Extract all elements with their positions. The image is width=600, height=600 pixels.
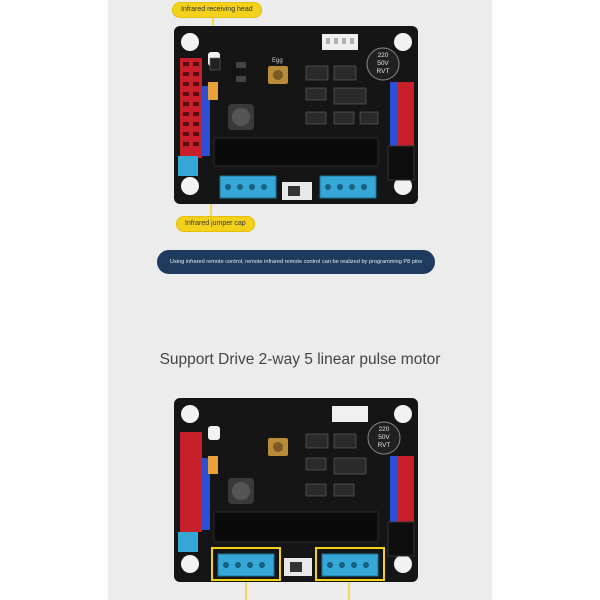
callout-infrared-receiving-head: Infrared receiving head [172,2,262,18]
capacitor-label-1: 220 [378,52,389,59]
chip-label: Egg [272,58,283,64]
capacitor-label-1: 220 [379,426,390,433]
capacitor-label-2: 50V [378,434,390,441]
pcb-board-illustration: 220 50V RVT [174,398,418,582]
section-headline: Support Drive 2-way 5 linear pulse motor [159,351,441,368]
capacitor-label-3: RVT [377,68,390,75]
pcb-board-illustration: Egg 220 50V RVT [174,26,418,204]
mount-hole-icon [181,405,199,423]
callout-infrared-jumper-cap: Infrared jumper cap [176,216,255,232]
pcb-board-bottom: 220 50V RVT [174,398,418,582]
pcb-board-top: Egg 220 50V RVT [174,26,418,204]
mount-hole-icon [181,33,199,51]
info-banner: Using infrared remote control, remote in… [157,250,435,274]
capacitor-label-3: RVT [378,442,391,449]
capacitor-label-2: 50V [377,60,389,67]
